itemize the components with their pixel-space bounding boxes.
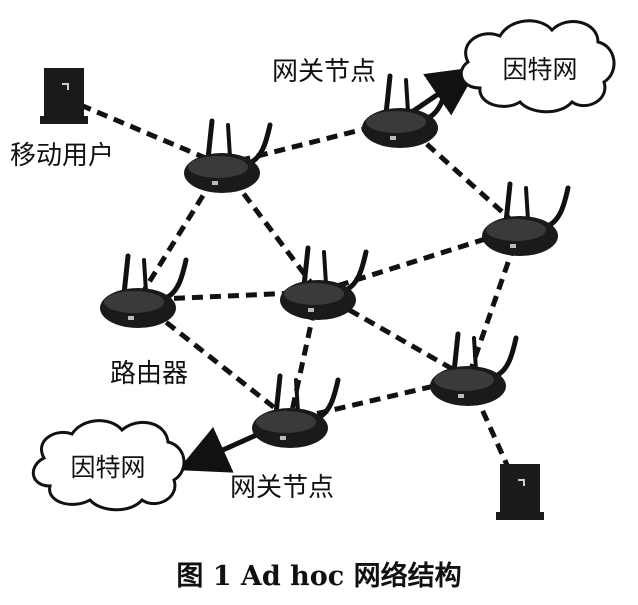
internet-cloud-icon [459, 19, 616, 114]
cloud-label-top: 因特网 [502, 55, 577, 84]
router-icon [482, 181, 571, 256]
network-link [63, 95, 223, 168]
router-icon [362, 73, 451, 148]
mobile-user-label: 移动用户 [10, 141, 114, 171]
figure-caption: 图 1 Ad hoc 网络结构 [176, 560, 461, 592]
internet-cloud-bottom: 因特网 [32, 419, 186, 512]
gateway-label-bottom: 网关节点 [230, 473, 334, 503]
internet-cloud-icon [32, 419, 186, 512]
network-link [289, 375, 469, 423]
internet-cloud-top: 因特网 [459, 19, 616, 114]
router-icon [100, 253, 189, 328]
computer-terminal-icon [496, 464, 544, 520]
computer-terminal-icon [40, 68, 88, 124]
router-label: 路由器 [110, 359, 188, 389]
router-icon [430, 331, 519, 406]
router-icon [280, 245, 369, 320]
router-icon [184, 118, 273, 193]
nodes-layer [40, 68, 571, 520]
network-link [136, 298, 292, 422]
gateway-label-top: 网关节点 [272, 57, 376, 87]
router-icon [252, 373, 341, 448]
cloud-label-bottom: 因特网 [70, 453, 145, 482]
